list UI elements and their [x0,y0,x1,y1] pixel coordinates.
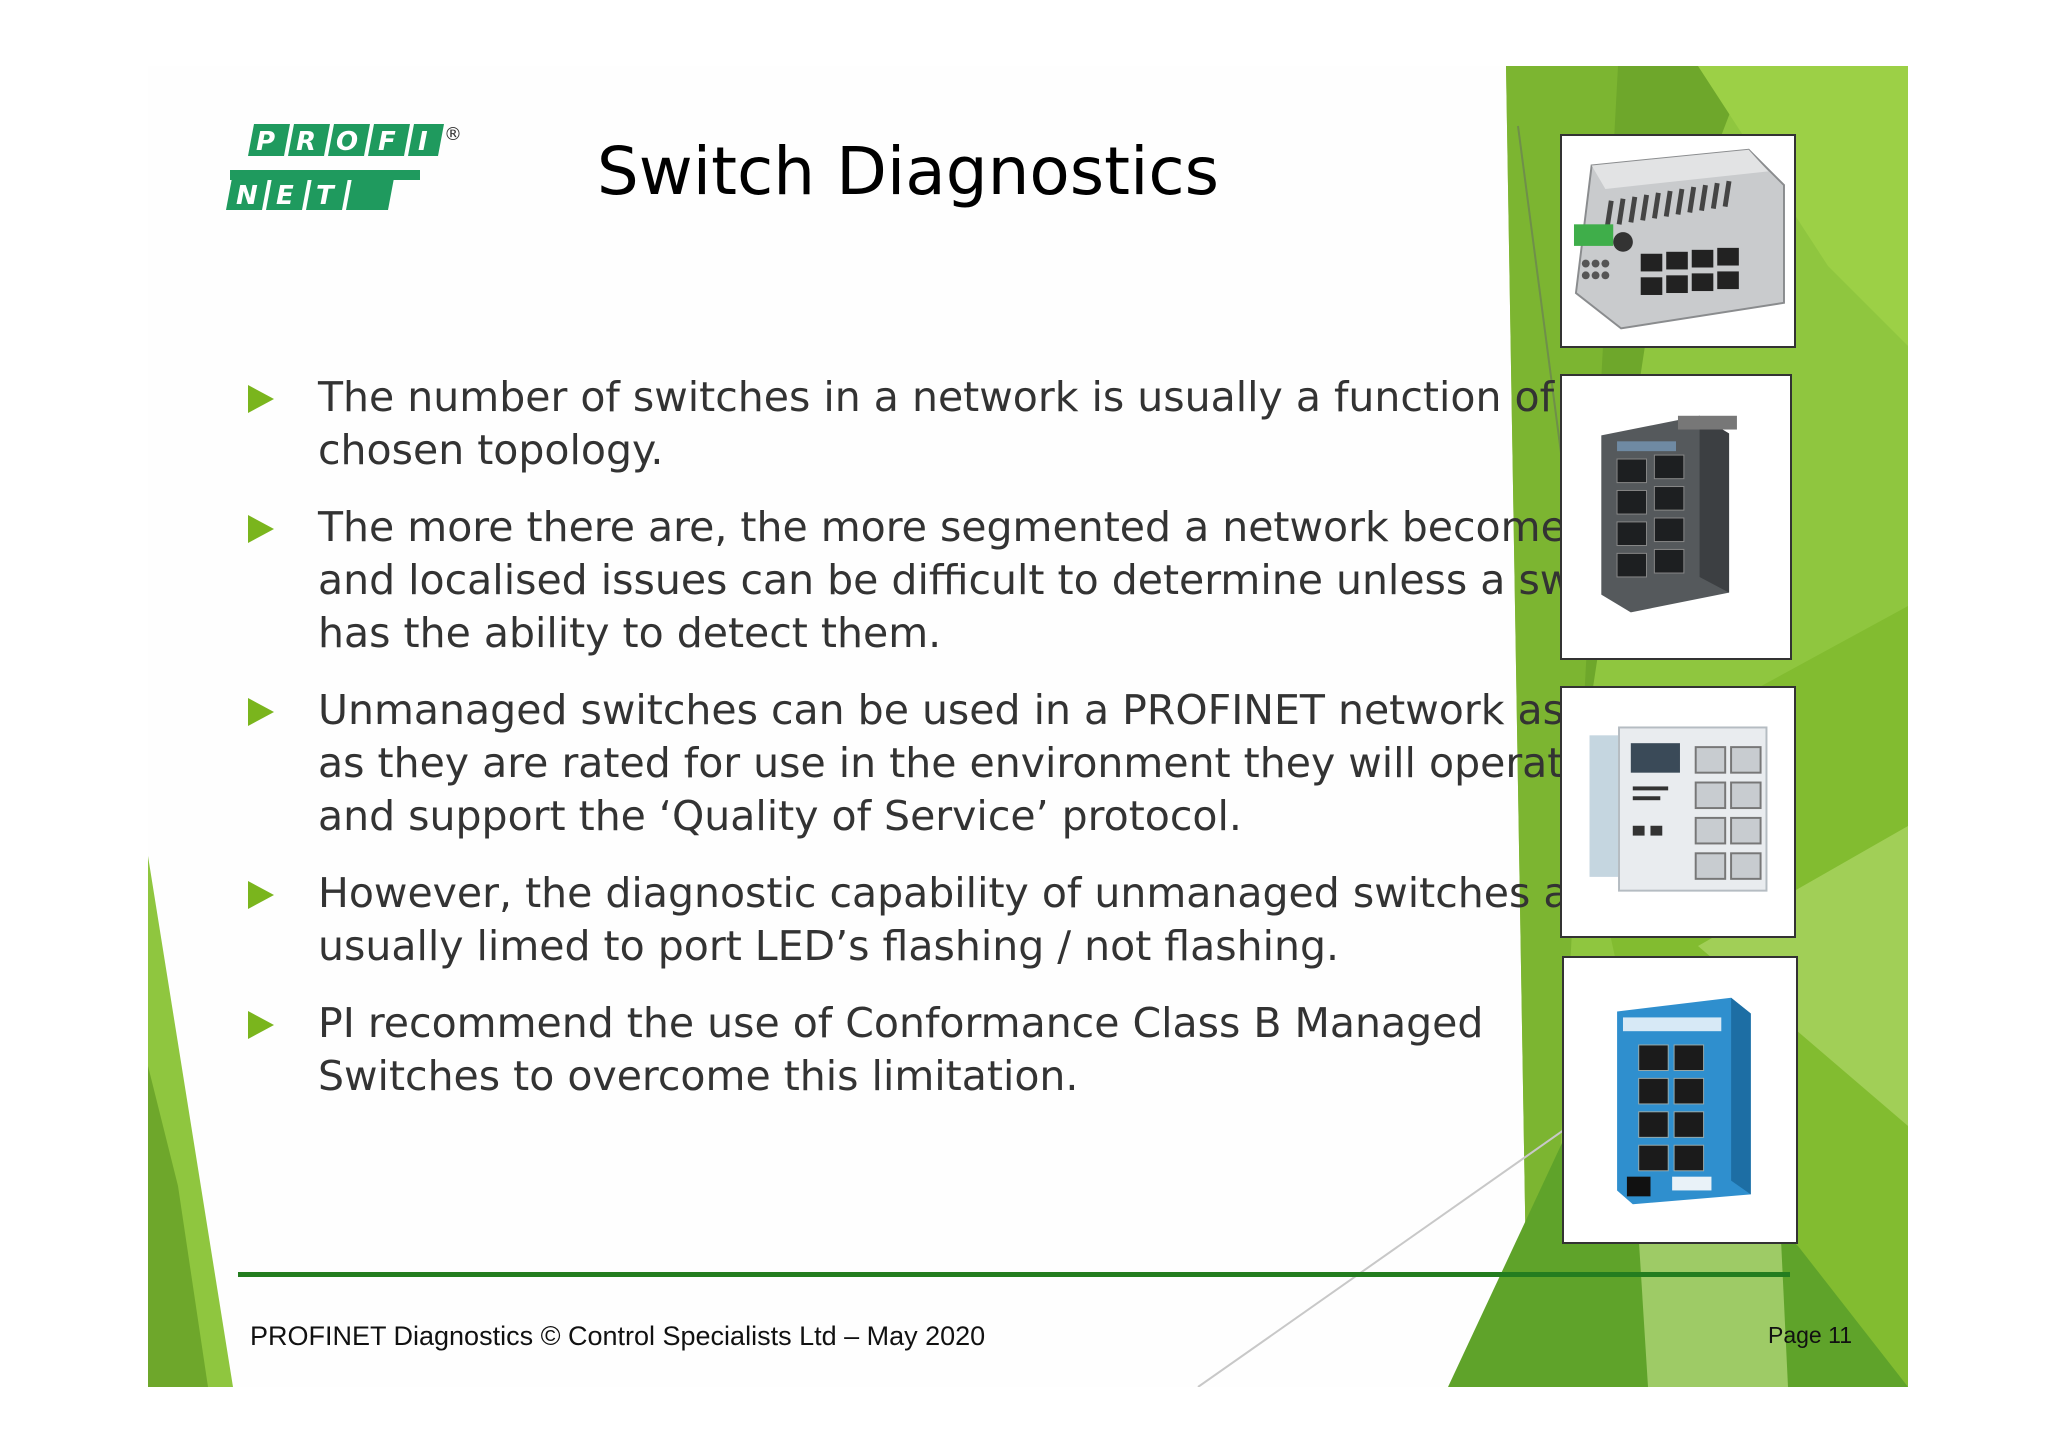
svg-text:I: I [418,127,428,157]
svg-text:F: F [378,127,396,157]
page-number: Page 11 [1768,1322,1852,1348]
bullet-item: The more there are, the more segmented a… [248,501,1668,660]
switch-photo-3 [1560,686,1796,938]
bullet-item: The number of switches in a network is u… [248,371,1668,477]
bullet-item: PI recommend the use of Conformance Clas… [248,997,1668,1103]
svg-text:O: O [336,127,358,157]
triangle-bullet-icon [248,515,274,543]
svg-text:®: ® [444,124,462,145]
industrial-switch-grey-icon [1573,148,1785,330]
bullet-item: Unmanaged switches can be used in a PROF… [248,684,1668,843]
footer-divider [238,1272,1790,1277]
svg-text:R: R [296,127,316,157]
svg-text:P: P [256,127,275,157]
bullet-list: The number of switches in a network is u… [248,371,1668,1127]
triangle-bullet-icon [248,385,274,413]
svg-text:E: E [276,181,294,211]
triangle-bullet-icon [248,698,274,726]
switch-photo-4 [1562,956,1798,1244]
bullet-text: PI recommend the use of Conformance Clas… [318,999,1484,1100]
din-rail-switch-white-icon [1589,726,1768,892]
svg-text:T: T [316,181,336,211]
svg-text:N: N [236,181,258,211]
footer-copyright: PROFINET Diagnostics © Control Specialis… [250,1321,986,1351]
bullet-item: However, the diagnostic capability of un… [248,867,1668,973]
triangle-bullet-icon [248,1011,274,1039]
bullet-text: Unmanaged switches can be used in a PROF… [318,686,1666,840]
managed-switch-dark-icon [1601,415,1737,613]
switch-photo-2 [1560,374,1792,660]
triangle-bullet-icon [248,881,274,909]
bullet-text: The number of switches in a network is u… [318,373,1635,474]
slide-title: Switch Diagnostics [596,133,1220,210]
bullet-text: However, the diagnostic capability of un… [318,869,1610,970]
switch-photo-1 [1560,134,1796,348]
proneset-switch-blue-icon [1617,997,1751,1205]
bullet-text: The more there are, the more segmented a… [318,503,1650,657]
